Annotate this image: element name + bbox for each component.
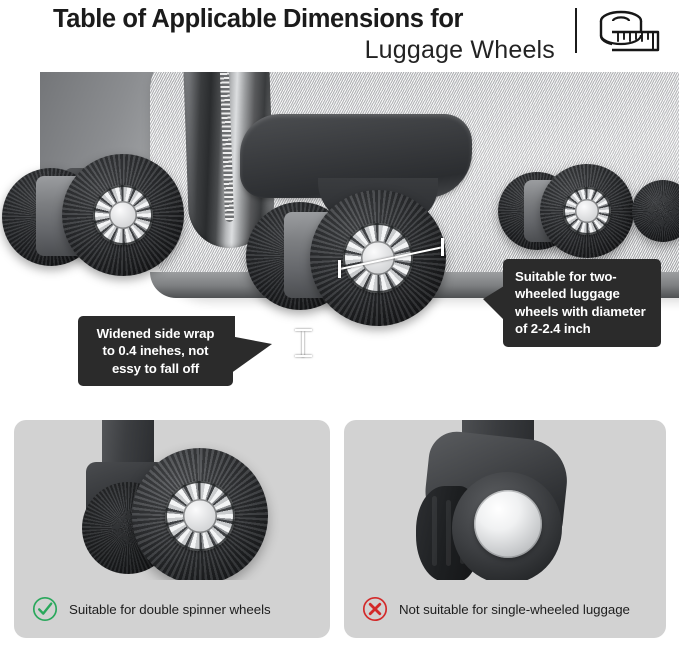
panel-single-wheel-photo (344, 420, 666, 580)
panel-single-wheel-label: Not suitable for single-wheeled luggage (399, 601, 630, 617)
double-wheel-hubcap (165, 481, 235, 551)
page-header: Table of Applicable Dimensions for Lugga… (0, 0, 679, 72)
panel-single-wheel-caption: Not suitable for single-wheeled luggage (344, 580, 666, 638)
page-title: Table of Applicable Dimensions for (53, 5, 464, 33)
callout-side-wrap: Widened side wrap to 0.4 inehes, not ess… (78, 316, 272, 387)
page-subtitle: Luggage Wheels (364, 36, 555, 64)
measuring-tape-icon (599, 10, 660, 52)
single-caster-center-cap (474, 490, 542, 558)
callout-side-wrap-pointer (230, 336, 272, 374)
panel-double-spinner-photo (14, 420, 330, 580)
tire-rib (446, 500, 451, 566)
callout-wheel-diameter-pointer (483, 286, 504, 320)
side-wrap-marker-cap-bottom (295, 355, 312, 358)
wheel-center-hubcap (343, 223, 413, 293)
side-wrap-marker-line (302, 331, 305, 357)
callout-wheel-diameter: Suitable for two-wheeled luggage wheels … (483, 259, 661, 347)
wheel-far-right (632, 180, 679, 242)
side-wrap-marker-cap-top (295, 329, 312, 332)
callout-side-wrap-pointer-stem (227, 316, 235, 346)
panel-double-spinner-label: Suitable for double spinner wheels (69, 601, 271, 617)
wheel-diameter-marker-cap-right (441, 238, 444, 256)
wheel-right-hubcap (563, 187, 611, 235)
wheel-left-hubcap (93, 185, 153, 245)
panel-double-spinner-caption: Suitable for double spinner wheels (14, 580, 330, 638)
callout-side-wrap-text: Widened side wrap to 0.4 inehes, not ess… (96, 326, 215, 376)
panel-double-spinner: Suitable for double spinner wheels (14, 420, 330, 638)
header-text-block: Table of Applicable Dimensions for Lugga… (45, 4, 565, 66)
x-circle-icon (362, 596, 388, 622)
callout-wheel-diameter-text: Suitable for two-wheeled luggage wheels … (515, 269, 646, 337)
tire-rib (432, 496, 437, 566)
check-circle-icon (32, 596, 58, 622)
panel-single-wheel: Not suitable for single-wheeled luggage (344, 420, 666, 638)
double-wheel-front (132, 448, 268, 580)
header-divider (575, 8, 577, 53)
wheel-diameter-marker-cap-left (338, 260, 341, 278)
